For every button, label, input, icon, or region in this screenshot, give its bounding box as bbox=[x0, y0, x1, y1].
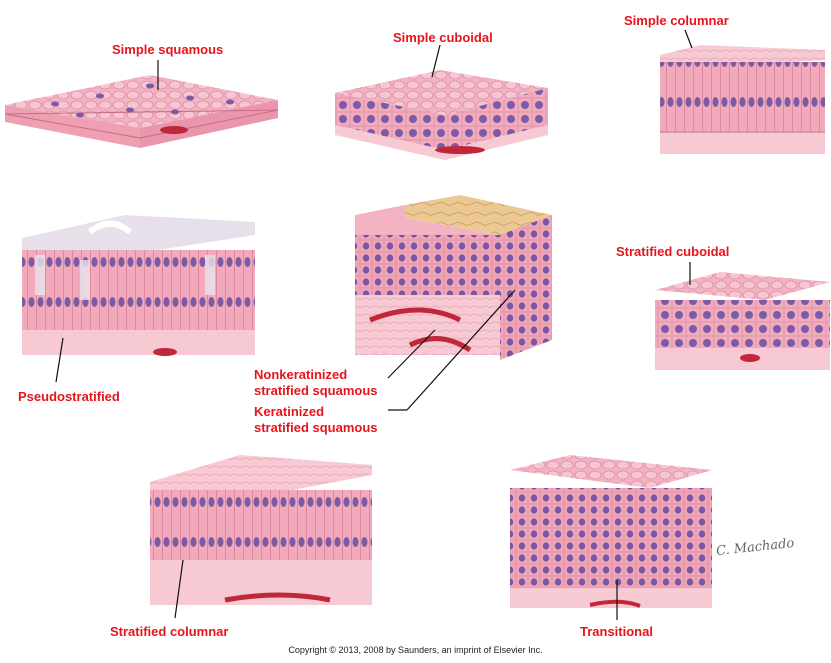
stratified-columnar-block bbox=[150, 455, 372, 605]
label-pseudostratified: Pseudostratified bbox=[18, 389, 120, 404]
copyright-notice: Copyright © 2013, 2008 by Saunders, an i… bbox=[288, 645, 543, 655]
simple-cuboidal-block bbox=[335, 70, 548, 160]
label-stratified-columnar: Stratified columnar bbox=[110, 624, 229, 639]
label-keratinized: Keratinized stratified squamous bbox=[254, 404, 378, 435]
pseudostratified-pointer bbox=[55, 337, 64, 383]
simple-columnar-block bbox=[660, 45, 825, 154]
simple-columnar-pointer bbox=[684, 29, 693, 49]
label-stratified-cuboidal: Stratified cuboidal bbox=[616, 244, 730, 259]
keratinized-pointer-2 bbox=[406, 289, 516, 411]
label-simple-cuboidal: Simple cuboidal bbox=[393, 30, 493, 45]
label-transitional: Transitional bbox=[580, 624, 653, 639]
pseudostratified-block bbox=[22, 215, 255, 356]
stratified-cuboidal-block bbox=[655, 272, 830, 370]
stratified-columnar-pointer bbox=[174, 559, 184, 619]
nonkeratinized-pointer bbox=[387, 329, 436, 379]
stratified-squamous-block bbox=[355, 195, 552, 360]
label-simple-squamous: Simple squamous bbox=[112, 42, 224, 57]
simple-squamous-block bbox=[4, 75, 279, 148]
label-nonkeratinized: Nonkeratinized stratified squamous bbox=[254, 367, 378, 398]
simple-cuboidal-pointer bbox=[431, 44, 441, 78]
transitional-block bbox=[510, 455, 712, 608]
label-simple-columnar: Simple columnar bbox=[624, 13, 729, 28]
